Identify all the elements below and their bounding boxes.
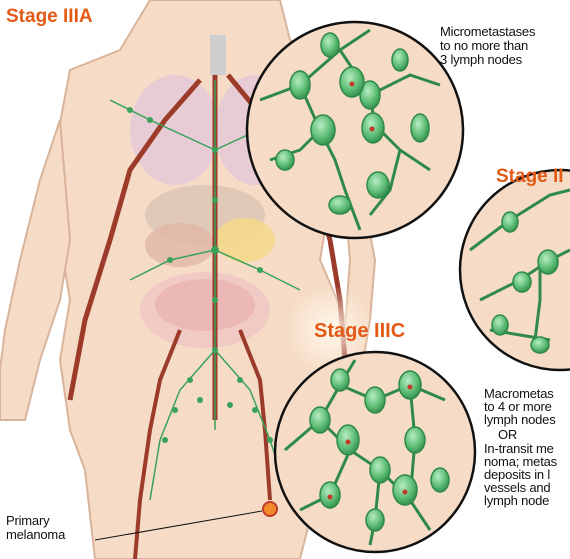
macrometastases-text-line-3: lymph nodes [484,413,556,426]
stage-iiib-magnified-view [460,170,570,370]
micrometastases-text-line-3: 3 lymph nodes [440,53,522,66]
stage-iiia-label: Stage IIIA [6,6,93,28]
micrometastases-text-line-2: to no more than [440,39,528,52]
stage-iiic-label: Stage IIIC [314,320,405,343]
primary-melanoma-spot [263,502,277,516]
micrometastases-text-line-1: Micrometastases [440,25,535,38]
or-text: OR [498,428,517,441]
primary-melanoma-text-line-2: melanoma [6,528,65,541]
stage-iiic-magnified-view [275,352,475,552]
primary-melanoma-text-line-1: Primary [6,514,49,527]
stage-iiia-magnified-view [247,22,463,238]
stage-iiib-label: Stage II [496,166,564,188]
in-transit-text-line-5: lymph node [484,494,549,507]
